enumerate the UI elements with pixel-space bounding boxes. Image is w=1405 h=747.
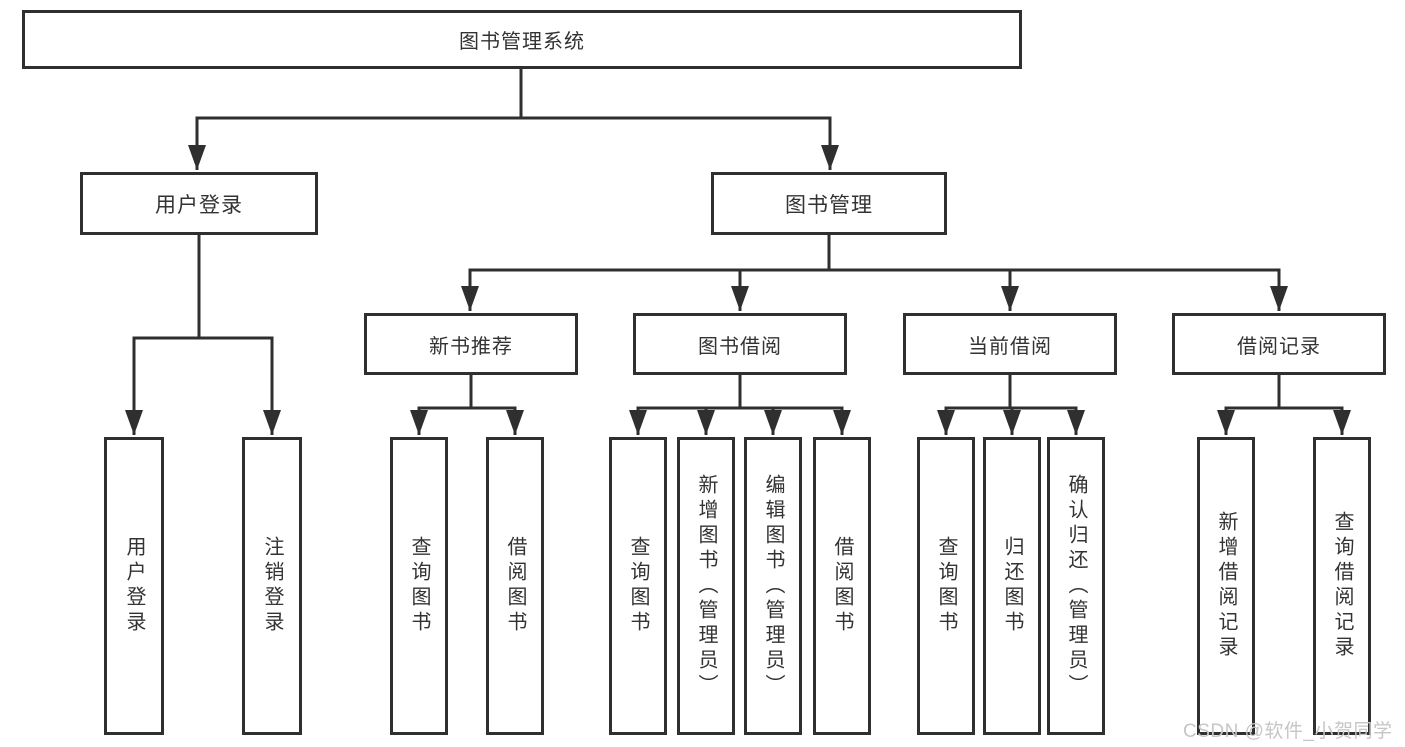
leaf-user-login-label: 用户登录 <box>123 536 145 636</box>
node-borrowing-records-label: 借阅记录 <box>1237 335 1321 358</box>
node-new-book-recommend-label: 新书推荐 <box>429 335 513 358</box>
node-new-book-recommend: 新书推荐 <box>364 313 578 375</box>
node-root-label: 图书管理系统 <box>459 31 585 53</box>
leaf-borrow-books-1: 借阅图书 <box>486 437 544 735</box>
leaf-add-borrow-record: 新增借阅记录 <box>1197 437 1255 735</box>
node-user-login: 用户登录 <box>80 172 318 235</box>
leaf-edit-books-admin: 编辑图书（管理员） <box>744 437 802 735</box>
leaf-query-books-2: 查询图书 <box>609 437 667 735</box>
leaf-logout-label: 注销登录 <box>261 536 283 636</box>
node-book-management-label: 图书管理 <box>785 193 873 217</box>
leaf-borrow-books-1-label: 借阅图书 <box>504 536 526 636</box>
leaf-add-books-admin-label: 新增图书（管理员） <box>695 473 717 699</box>
leaf-return-books-label: 归还图书 <box>1001 536 1023 636</box>
node-root: 图书管理系统 <box>22 10 1022 69</box>
connector-borrow-records-to-leaves <box>1217 375 1351 435</box>
leaf-confirm-return-admin: 确认归还（管理员） <box>1047 437 1105 735</box>
leaf-query-books-1-label: 查询图书 <box>408 536 430 636</box>
leaf-query-books-3: 查询图书 <box>917 437 975 735</box>
leaf-query-borrow-record: 查询借阅记录 <box>1313 437 1371 735</box>
watermark: CSDN @软件_小贺同学 <box>1183 721 1393 742</box>
node-book-management: 图书管理 <box>711 172 947 235</box>
node-current-borrowing: 当前借阅 <box>903 313 1117 375</box>
leaf-borrow-books-2-label: 借阅图书 <box>831 536 853 636</box>
node-book-borrowing: 图书借阅 <box>633 313 847 375</box>
connector-book-mgmt-to-level3 <box>461 235 1288 311</box>
leaf-return-books: 归还图书 <box>983 437 1041 735</box>
leaf-query-borrow-record-label: 查询借阅记录 <box>1331 511 1353 661</box>
node-borrowing-records: 借阅记录 <box>1172 313 1386 375</box>
leaf-query-books-1: 查询图书 <box>390 437 448 735</box>
connector-user-login-to-leaves <box>125 235 281 435</box>
leaf-add-borrow-record-label: 新增借阅记录 <box>1215 511 1237 661</box>
connector-root-to-level2 <box>188 69 839 170</box>
leaf-borrow-books-2: 借阅图书 <box>813 437 871 735</box>
leaf-logout: 注销登录 <box>242 437 302 735</box>
node-user-login-label: 用户登录 <box>155 193 243 217</box>
leaf-query-books-3-label: 查询图书 <box>935 536 957 636</box>
leaf-query-books-2-label: 查询图书 <box>627 536 649 636</box>
leaf-confirm-return-admin-label: 确认归还（管理员） <box>1065 473 1087 699</box>
leaf-edit-books-admin-label: 编辑图书（管理员） <box>762 473 784 699</box>
connector-new-books-to-leaves <box>410 375 524 435</box>
leaf-user-login: 用户登录 <box>104 437 164 735</box>
connector-current-borrow-to-leaves <box>937 375 1085 435</box>
node-book-borrowing-label: 图书借阅 <box>698 335 782 358</box>
node-current-borrowing-label: 当前借阅 <box>968 335 1052 358</box>
connector-book-borrow-to-leaves <box>629 375 851 435</box>
leaf-add-books-admin: 新增图书（管理员） <box>677 437 735 735</box>
